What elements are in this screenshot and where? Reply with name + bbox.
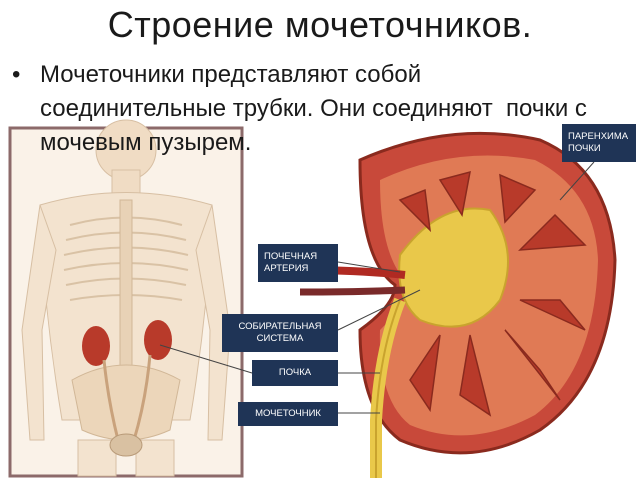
left-kidney-icon xyxy=(82,326,110,366)
human-body-figure xyxy=(8,119,244,478)
kidney-cross-section xyxy=(299,131,617,478)
kidney-label: ПОЧКА xyxy=(252,360,338,386)
slide-title: Строение мочеточников. xyxy=(107,4,533,45)
renal-artery-label: ПОЧЕЧНАЯ АРТЕРИЯ xyxy=(258,244,338,282)
parenchyma-label: ПАРЕНХИМА ПОЧКИ xyxy=(562,124,636,162)
bullet-marker: • xyxy=(12,61,21,88)
collecting-system-label: СОБИРАТЕЛЬНАЯ СИСТЕМА xyxy=(222,314,338,352)
bullet-paragraph: • Мочеточники представляют собой соедини… xyxy=(12,58,600,160)
bullet-text: Мочеточники представляют собой соедините… xyxy=(40,61,594,156)
right-kidney-icon xyxy=(144,320,172,360)
ureter-label: МОЧЕТОЧНИК xyxy=(238,402,338,426)
callout-leader-lines xyxy=(159,161,595,414)
